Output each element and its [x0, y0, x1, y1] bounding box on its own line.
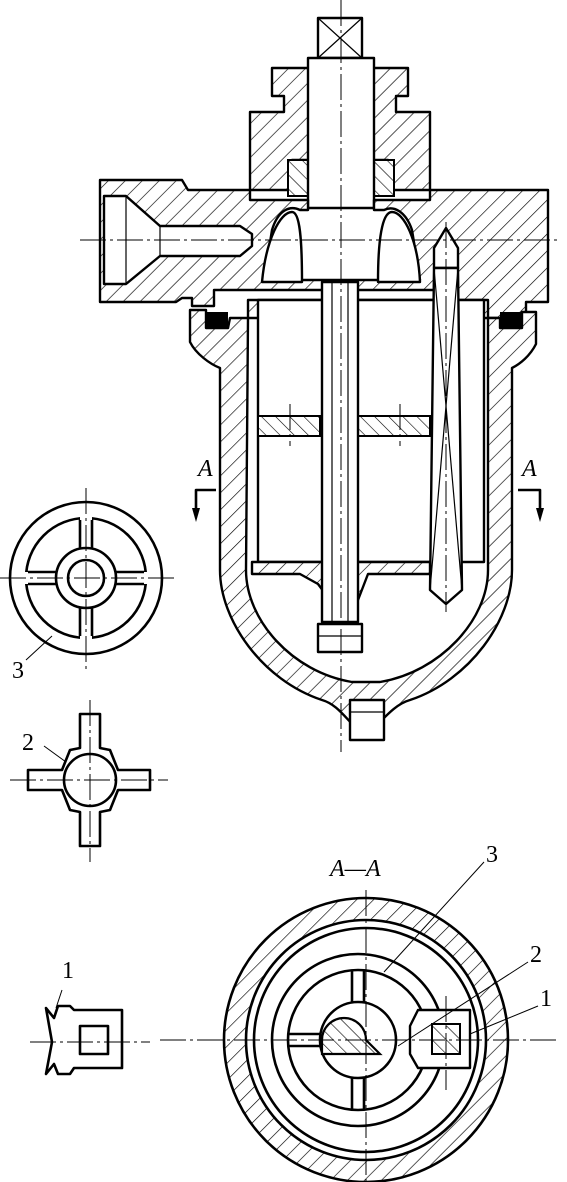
section-view-title: A—A: [328, 856, 381, 882]
section-label-2: 2: [530, 942, 542, 968]
section-label-left: A: [196, 456, 213, 482]
section-arrow-right: A: [518, 456, 544, 522]
part1-detail: 1: [30, 958, 150, 1076]
seal-left: [206, 312, 228, 328]
handle-square: [316, 16, 364, 60]
packing-right: [371, 159, 395, 197]
part3-label: 3: [12, 658, 24, 684]
rotor-wing-left: [260, 210, 304, 284]
part1-label-detail: 1: [62, 958, 74, 984]
rotor-wing-right: [376, 210, 422, 284]
part2-detail: 2: [10, 700, 168, 862]
section-label-1: 1: [540, 986, 552, 1012]
main-section-view: A A: [80, 0, 560, 752]
section-label-3: 3: [486, 842, 498, 868]
section-a-a-view: A—A 3 2 1: [160, 842, 560, 1182]
section-arrow-left: A: [192, 456, 216, 522]
central-shaft: [316, 280, 364, 654]
section-label-right: A: [520, 456, 537, 482]
part2-label-detail: 2: [22, 730, 34, 756]
seal-right: [500, 312, 522, 328]
part3-detail: 3: [0, 488, 178, 684]
drain-plug: [348, 698, 386, 742]
packing-left: [287, 159, 311, 197]
